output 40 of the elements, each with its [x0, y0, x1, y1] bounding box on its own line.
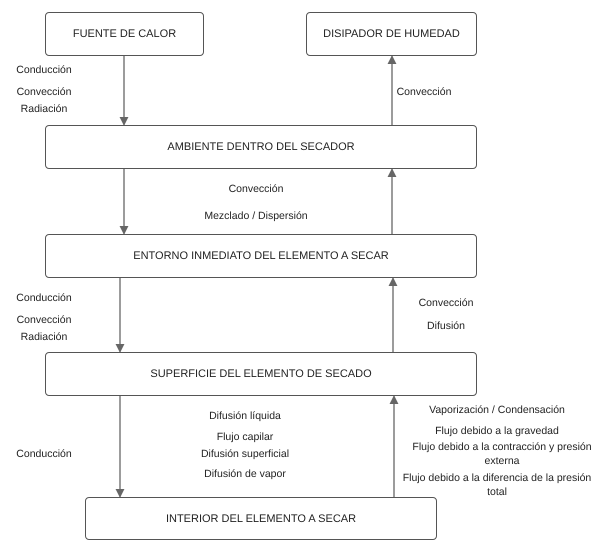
process-label: Mezclado / Dispersión	[203, 210, 309, 224]
process-label: Conducción	[15, 64, 73, 78]
process-label: Convección	[418, 297, 474, 311]
arrow	[119, 169, 129, 235]
arrow	[388, 277, 398, 352]
process-label: Flujo capilar	[216, 431, 274, 445]
arrow	[119, 56, 129, 126]
box-label: INTERIOR DEL ELEMENTO A SECAR	[166, 512, 356, 524]
process-label: Difusión superficial	[200, 448, 290, 462]
box-label: SUPERFICIE DEL ELEMENTO DE SECADO	[150, 368, 372, 380]
process-label: Convección	[16, 314, 72, 328]
process-box	[45, 125, 477, 169]
arrow	[387, 168, 397, 234]
arrow	[389, 395, 399, 497]
process-label: Difusión de vapor	[203, 468, 287, 482]
process-label: Conducción	[15, 292, 73, 306]
process-label: Convección	[16, 86, 72, 100]
box-label: ENTORNO INMEDIATO DEL ELEMENTO A SECAR	[133, 250, 389, 262]
process-label: Convección	[396, 86, 452, 100]
process-label: Difusión líquida	[208, 410, 282, 424]
box-label: AMBIENTE DENTRO DEL SECADOR	[167, 141, 355, 153]
arrow	[387, 55, 397, 125]
process-label: Convección	[228, 183, 284, 197]
process-label: Flujo debido a la diferencia de la presión total	[402, 472, 592, 500]
process-box	[45, 352, 477, 396]
process-label: Conducción	[15, 448, 73, 462]
process-label: Radiación	[20, 331, 68, 345]
process-box	[306, 12, 477, 56]
arrow	[115, 396, 125, 498]
process-box	[45, 234, 477, 278]
process-label: Difusión	[426, 320, 466, 334]
process-label: Vaporización / Condensación	[428, 404, 566, 418]
process-box	[85, 497, 437, 540]
process-box	[45, 12, 204, 56]
box-label: DISIPADOR DE HUMEDAD	[323, 28, 460, 40]
process-label: Flujo debido a la contracción y presión externa	[411, 441, 593, 468]
process-label: Radiación	[20, 103, 68, 117]
process-label: Flujo debido a la gravedad	[434, 425, 560, 439]
box-label: FUENTE DE CALOR	[72, 28, 176, 40]
arrow	[115, 278, 125, 353]
